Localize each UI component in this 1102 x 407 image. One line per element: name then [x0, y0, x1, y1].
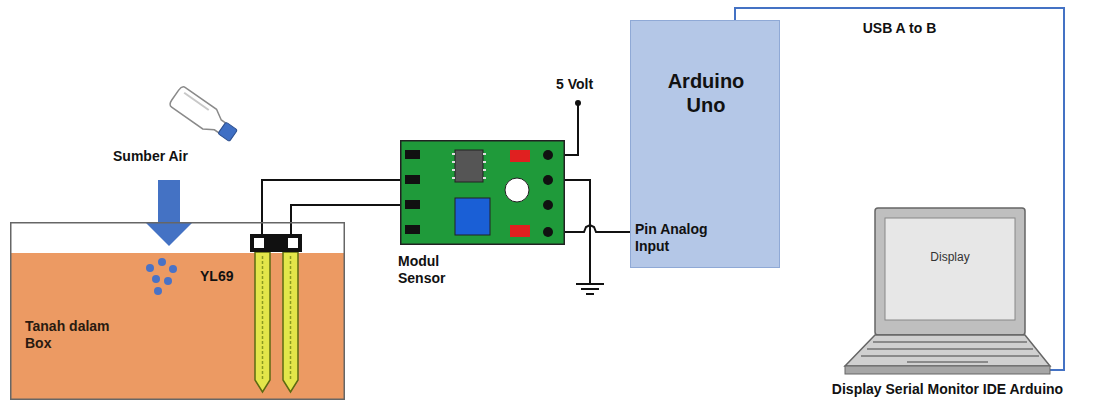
power-wire	[565, 104, 578, 155]
probe-prong	[255, 252, 270, 392]
probe-trace	[290, 256, 292, 380]
sensor-probe: YL69	[195, 234, 305, 394]
pcb	[401, 141, 565, 245]
probe-trace	[262, 256, 264, 380]
keyboard-base	[845, 335, 1050, 366]
board-title: Arduino Uno	[656, 69, 756, 117]
pin-header	[405, 175, 420, 184]
trimmer	[505, 178, 529, 202]
pin-hole	[543, 175, 553, 185]
ic-pin	[452, 153, 486, 155]
probe-wire	[262, 180, 400, 234]
ic-pin	[452, 161, 486, 163]
pin-hole	[543, 150, 553, 160]
ground-symbol	[576, 284, 604, 294]
sensor-module: Modul Sensor	[400, 140, 565, 245]
potentiometer	[455, 198, 490, 235]
ic-chip	[455, 150, 483, 182]
water-drop	[169, 265, 177, 273]
water-drop	[164, 277, 172, 285]
probe-connector	[250, 234, 302, 252]
pin-hole	[543, 200, 553, 210]
pin-header	[405, 200, 420, 209]
laptop-shape	[845, 208, 1050, 375]
voltage-label: 5 Volt	[556, 76, 593, 93]
box-outline	[11, 223, 345, 400]
water-arrow	[145, 180, 193, 246]
soil	[10, 253, 345, 400]
probe-pin	[288, 238, 298, 248]
arduino-board: Arduino UnoPin Analog Input	[630, 20, 780, 268]
water-drop	[158, 258, 166, 266]
box-label: Tanah dalam Box	[25, 318, 113, 352]
screen-frame	[875, 208, 1025, 335]
led	[510, 225, 530, 237]
pin-hole	[543, 227, 553, 237]
caption: Display Serial Monitor IDE Arduino	[810, 381, 1085, 398]
signal-wire	[565, 225, 630, 232]
usb-cable	[735, 8, 1064, 370]
part-label: YL69	[200, 268, 233, 285]
source-label: Sumber Air	[113, 148, 188, 165]
probe-pin	[254, 238, 264, 248]
water-drop	[146, 264, 154, 272]
laptop: DisplayDisplay Serial Monitor IDE Arduin…	[845, 208, 1050, 375]
pin-label: Pin Analog Input	[635, 221, 725, 255]
soil-box: Tanah dalam Box YL69	[10, 222, 345, 400]
pin-header	[405, 225, 420, 234]
cable-label: USB A to B	[860, 20, 940, 37]
keyboard-keys	[861, 342, 1039, 362]
sensor-probe-shape	[195, 234, 305, 394]
water-drop	[154, 287, 162, 295]
led	[510, 150, 530, 162]
ic-pin	[452, 169, 486, 171]
ic-pin	[452, 177, 486, 179]
pin-header	[405, 150, 420, 159]
screen	[885, 218, 1015, 320]
base-plate	[845, 366, 1050, 374]
part-label: Modul Sensor	[398, 253, 478, 287]
power-terminal	[575, 100, 581, 106]
probe-wire	[291, 205, 400, 234]
water-bottle	[168, 85, 240, 145]
probe-prong	[283, 252, 298, 392]
sensor-module-shape	[400, 140, 565, 245]
water-drop	[152, 275, 160, 283]
screen-label: Display	[885, 250, 1015, 264]
